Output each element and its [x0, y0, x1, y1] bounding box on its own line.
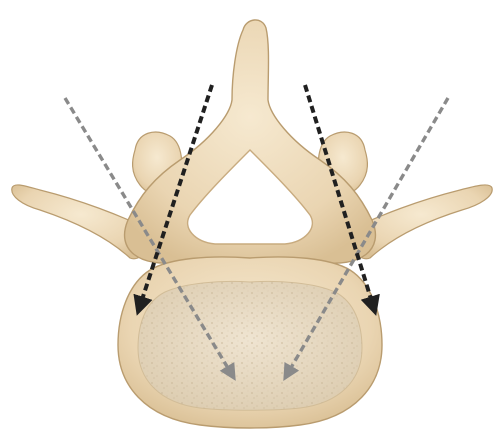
vertebra-diagram	[0, 0, 500, 445]
vertebra-illustration	[0, 0, 500, 445]
